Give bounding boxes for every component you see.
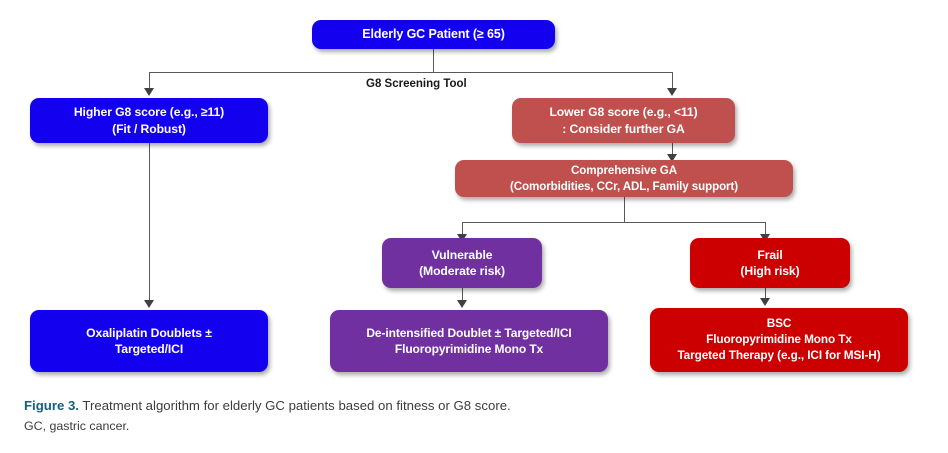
node-tx-frail-line-3: Targeted Therapy (e.g., ICI for MSI-H)	[677, 347, 881, 362]
connector-split-bar-ga	[462, 222, 766, 224]
arrowhead-tx-fit	[144, 300, 154, 308]
node-tx-frail[interactable]: BSC Fluoropyrimidine Mono Tx Targeted Th…	[650, 308, 908, 372]
node-lower-g8-line-2: : Consider further GA	[562, 121, 685, 136]
figure-abbreviations: GC, gastric cancer.	[24, 419, 130, 434]
connector-lower-g8-to-comprehensive-ga	[671, 142, 673, 156]
connector-root-stem	[433, 48, 435, 72]
node-vulnerable-line-1: Vulnerable	[431, 247, 493, 262]
figure-caption-text: Treatment algorithm for elderly GC patie…	[82, 398, 511, 413]
connector-to-frail	[764, 222, 766, 236]
arrowhead-higher-g8	[144, 88, 154, 96]
connector-higher-g8-to-tx-fit	[148, 142, 150, 302]
arrowhead-tx-frail	[760, 298, 770, 306]
node-comprehensive-ga-line-2: (Comorbidities, CCr, ADL, Family support…	[509, 179, 738, 193]
node-higher-g8-line-2: (Fit / Robust)	[112, 121, 186, 136]
arrowhead-tx-vulnerable	[457, 300, 467, 308]
arrowhead-comprehensive-ga	[667, 154, 677, 162]
connector-to-higher-g8	[148, 72, 150, 90]
connector-split-bar-top	[149, 72, 673, 74]
node-comprehensive-ga[interactable]: Comprehensive GA (Comorbidities, CCr, AD…	[455, 160, 793, 197]
connector-vulnerable-to-tx	[461, 288, 463, 302]
node-root-line-1: Elderly GC Patient (≥ 65)	[362, 27, 505, 42]
connector-to-lower-g8	[671, 72, 673, 90]
connector-frail-to-tx	[764, 288, 766, 302]
node-tx-frail-line-2: Fluoropyrimidine Mono Tx	[706, 332, 852, 347]
node-tx-fit[interactable]: Oxaliplatin Doublets ± Targeted/ICI	[30, 310, 268, 372]
figure-caption: Figure 3. Treatment algorithm for elderl…	[24, 396, 924, 437]
node-tx-fit-line-2: Targeted/ICI	[114, 342, 184, 356]
node-frail[interactable]: Frail (High risk)	[690, 238, 850, 288]
connector-comprehensive-ga-stem	[623, 196, 625, 222]
node-frail-line-1: Frail	[757, 247, 783, 262]
edge-label-g8-screening-tool: G8 Screening Tool	[361, 78, 472, 90]
node-comprehensive-ga-line-1: Comprehensive GA	[571, 163, 677, 177]
node-root[interactable]: Elderly GC Patient (≥ 65)	[312, 20, 555, 49]
node-vulnerable-line-2: (Moderate risk)	[419, 264, 505, 278]
arrowhead-lower-g8	[667, 88, 677, 96]
connector-to-vulnerable	[461, 222, 463, 236]
node-frail-line-2: (High risk)	[740, 264, 800, 278]
node-vulnerable[interactable]: Vulnerable (Moderate risk)	[382, 238, 542, 288]
node-lower-g8[interactable]: Lower G8 score (e.g., <11) : Consider fu…	[512, 98, 735, 143]
node-tx-vulnerable-line-1: De-intensified Doublet ± Targeted/ICI	[366, 325, 572, 340]
node-higher-g8[interactable]: Higher G8 score (e.g., ≥11) (Fit / Robus…	[30, 98, 268, 143]
node-higher-g8-line-1: Higher G8 score (e.g., ≥11)	[73, 105, 225, 120]
node-lower-g8-line-1: Lower G8 score (e.g., <11)	[549, 105, 698, 120]
node-tx-fit-line-1: Oxaliplatin Doublets ±	[86, 325, 212, 340]
node-tx-vulnerable-line-2: Fluoropyrimidine Mono Tx	[394, 342, 544, 356]
node-tx-frail-line-1: BSC	[766, 316, 792, 331]
figure-number: Figure 3.	[24, 398, 79, 413]
flowchart-canvas: G8 Screening Tool Elderly GC Patient (≥ …	[30, 20, 908, 372]
node-tx-vulnerable[interactable]: De-intensified Doublet ± Targeted/ICI Fl…	[330, 310, 608, 372]
